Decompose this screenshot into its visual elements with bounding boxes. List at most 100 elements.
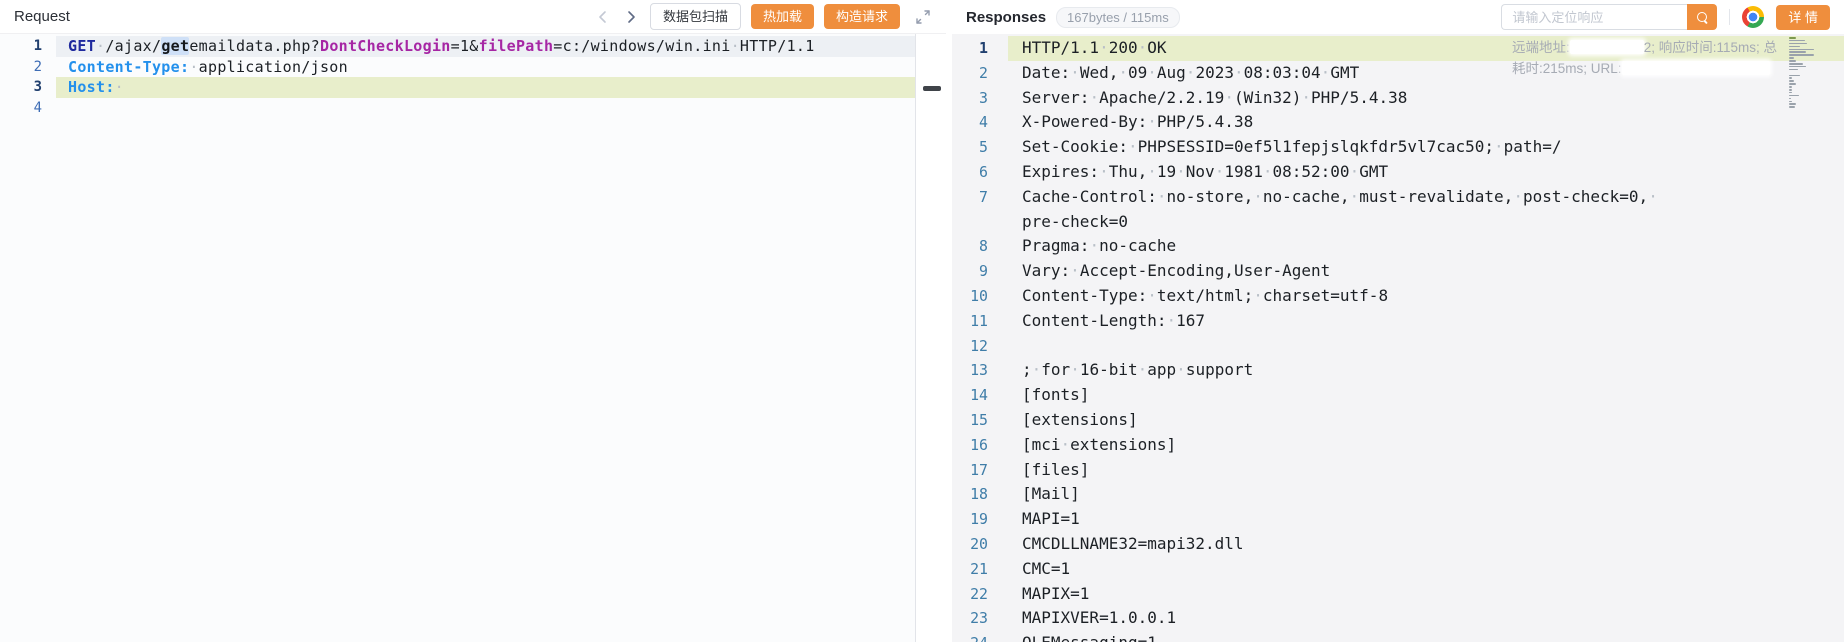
- code-text: CMCDLLNAME32=mapi32.dll: [1022, 533, 1244, 553]
- minimap-line: [1789, 106, 1796, 108]
- minimap-line: [1789, 91, 1792, 94]
- search-bar: [1501, 4, 1718, 30]
- code-text: [fonts]: [1022, 385, 1090, 405]
- details-button[interactable]: 详 情: [1776, 4, 1830, 30]
- code-line: 22 MAPIX=1: [952, 582, 1844, 607]
- code-text: Pragma:·no-cache: [1022, 236, 1177, 256]
- line-number: 2: [979, 63, 988, 82]
- code-text: [Mail]: [1022, 484, 1080, 504]
- line-number: 17: [970, 460, 988, 479]
- minimap-line: [1789, 57, 1794, 59]
- minimap-line: [1789, 89, 1792, 91]
- line-number: 18: [970, 485, 988, 504]
- line-number: 6: [979, 162, 988, 181]
- minimap-line: [1789, 39, 1805, 42]
- minimap-line: [1789, 45, 1800, 48]
- response-toolbar: 详 情: [1501, 4, 1830, 30]
- meta-text: 远端地址:: [1512, 40, 1570, 55]
- code-text: Content-Length:·167: [1022, 310, 1206, 330]
- minimap[interactable]: [1789, 37, 1814, 109]
- line-number: 3: [979, 88, 988, 107]
- code-text: MAPI=1: [1022, 509, 1080, 529]
- minimap-line: [1789, 94, 1800, 97]
- code-line: 17[files]: [952, 458, 1844, 483]
- minimap-line: [1789, 100, 1793, 103]
- prev-packet-button[interactable]: [594, 8, 612, 26]
- request-scrollbar[interactable]: [915, 34, 946, 642]
- code-line: 3 Server:·Apache/2.2.19·(Win32)·PHP/5.4.3…: [952, 86, 1844, 111]
- line-number: 13: [970, 361, 988, 380]
- redacted-text: [1569, 40, 1644, 54]
- minimap-line: [1789, 83, 1797, 85]
- line-number: 4: [33, 99, 42, 116]
- next-packet-button[interactable]: [622, 8, 640, 26]
- code-text: Set-Cookie:·PHPSESSID=0ef5l1fepjslqkfdr5…: [1022, 137, 1562, 157]
- code-line: 19 MAPI=1: [952, 507, 1844, 532]
- minimap-line: [1789, 54, 1814, 56]
- code-text: MAPIXVER=1.0.0.1: [1022, 608, 1177, 628]
- request-title: Request: [14, 8, 70, 25]
- minimap-line: [1789, 77, 1793, 79]
- code-text: MAPIX=1: [1022, 583, 1090, 603]
- code-text: Expires:·Thu,·19·Nov·1981·08:52:00·GMT: [1022, 161, 1389, 181]
- line-number: 19: [970, 510, 988, 529]
- minimap-line: [1789, 97, 1792, 100]
- code-line: 12: [952, 334, 1844, 359]
- minimap-line: [1789, 51, 1807, 53]
- code-text: CMC=1: [1022, 558, 1071, 578]
- code-text: ;·for·16-bit·app·support: [1022, 360, 1254, 380]
- code-line: 6 Expires:·Thu,·19·Nov·1981·08:52:00·GMT: [952, 160, 1844, 185]
- minimap-line: [1789, 80, 1795, 82]
- code-line: 21 CMC=1: [952, 557, 1844, 582]
- minimap-line: [1789, 74, 1800, 77]
- minimap-line: [1789, 48, 1814, 51]
- code-text: [mci·extensions]: [1022, 434, 1177, 454]
- line-number: 12: [970, 336, 988, 355]
- minimap-line: [1789, 86, 1793, 88]
- line-number: 15: [970, 410, 988, 429]
- line-number: 3: [33, 79, 42, 95]
- locate-response-input[interactable]: [1501, 4, 1688, 30]
- build-request-button[interactable]: 构造请求: [823, 4, 900, 29]
- search-button[interactable]: [1687, 4, 1718, 30]
- chrome-browser-icon[interactable]: [1742, 6, 1765, 28]
- response-size-time-badge: 167bytes / 115ms: [1056, 6, 1180, 28]
- line-number: 20: [970, 534, 988, 553]
- scrollbar-thumb[interactable]: [923, 86, 941, 91]
- chevron-left-icon: [599, 10, 606, 23]
- search-icon: [1696, 11, 1708, 23]
- toolbar-divider: [1729, 9, 1731, 25]
- expand-icon[interactable]: [914, 8, 932, 26]
- code-text: Content-Type:·text/html;·charset=utf-8: [1022, 285, 1389, 305]
- code-line: 13 ;·for·16-bit·app·support: [952, 358, 1844, 383]
- minimap-line: [1789, 42, 1807, 45]
- code-text: Cache-Control:·no-store,·no-cache,·must-…: [1022, 186, 1658, 206]
- packet-scan-button[interactable]: 数据包扫描: [649, 3, 741, 30]
- minimap-line: [1789, 103, 1797, 105]
- line-number: 22: [970, 584, 988, 603]
- code-line: 18 [Mail]: [952, 482, 1844, 507]
- line-number: 10: [970, 286, 988, 305]
- minimap-line: [1789, 65, 1807, 68]
- code-line: 14[fonts]: [952, 383, 1844, 408]
- line-number: 1: [979, 39, 988, 57]
- line-number: 23: [970, 609, 988, 628]
- request-header: Request 数据包扫描 热加载 构造请求: [0, 0, 946, 34]
- hot-reload-button[interactable]: 热加载: [750, 4, 814, 29]
- response-meta-overlay: 远端地址:2; 响应时间:115ms; 总耗时:215ms; URL:: [1512, 38, 1784, 79]
- code-text: Server:·Apache/2.2.19·(Win32)·PHP/5.4.38: [1022, 87, 1408, 107]
- line-number: 21: [970, 559, 988, 578]
- code-line: 20 CMCDLLNAME32=mapi32.dll: [952, 532, 1844, 557]
